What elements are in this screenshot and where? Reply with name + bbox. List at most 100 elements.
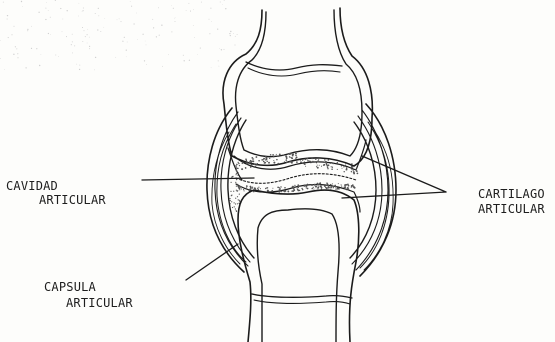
scan-speck [161, 25, 162, 26]
capsule-right-inner [350, 122, 376, 258]
scan-speck [189, 60, 190, 61]
scan-speck [55, 55, 56, 56]
scan-speck [219, 48, 220, 49]
scan-speck [190, 11, 191, 12]
stipple-dot [237, 196, 238, 197]
stipple-dot [277, 155, 279, 157]
stipple-dot [344, 165, 345, 166]
scan-speck [230, 35, 231, 36]
stipple-dot [285, 159, 287, 161]
scan-speck [126, 56, 127, 57]
scan-speck [48, 33, 49, 34]
scan-speck [210, 8, 211, 9]
scan-speck [173, 8, 174, 9]
stipple-dot [319, 165, 320, 166]
stipple-dot [348, 185, 350, 187]
stipple-dot [330, 163, 331, 164]
scan-speck [83, 10, 84, 11]
stipple-dot [232, 207, 233, 208]
stipple-dot [332, 183, 333, 184]
scan-speck [87, 34, 88, 35]
stipple-dot [305, 185, 307, 187]
stipple-dot [305, 159, 307, 161]
stipple-dot [277, 163, 279, 165]
stipple-dot [251, 164, 253, 166]
scan-speck [62, 31, 63, 32]
stipple-dot [344, 184, 346, 186]
stipple-dot [235, 198, 236, 199]
stipple-dot [230, 200, 231, 201]
scan-speck [16, 48, 17, 49]
stipple-dot [279, 187, 280, 188]
scan-speck [211, 21, 212, 22]
scan-speck [184, 60, 185, 61]
stipple-dot [356, 171, 357, 172]
scan-speck [168, 54, 169, 55]
scan-speck [50, 34, 51, 35]
stipple-dot [316, 162, 317, 163]
stipple-dot [279, 189, 280, 190]
scan-speck [124, 37, 125, 38]
leader-lines [142, 156, 446, 280]
stipple-dot [251, 160, 253, 162]
stipple-dot [307, 188, 309, 190]
stipple-dot [258, 187, 259, 188]
stipple-dot [307, 160, 309, 162]
stipple-dot [237, 203, 238, 204]
stipple-dot [295, 153, 296, 154]
stipple-dot [289, 156, 291, 158]
stipple-dot [292, 186, 294, 188]
stipple-dot [253, 158, 254, 159]
scan-speck [3, 2, 4, 3]
stipple-dot [319, 182, 321, 184]
stipple-dot [247, 163, 248, 164]
scan-speck [72, 41, 73, 42]
stipple-dot [263, 158, 264, 159]
scan-speck [209, 19, 210, 20]
scan-speck [122, 41, 123, 42]
stipple-dot [335, 186, 337, 188]
stipple-dot [230, 203, 231, 204]
label-cartilago-articular: CARTILAGO ARTICULAR [478, 187, 545, 216]
label-capsula-articular: CAPSULA ARTICULAR [44, 280, 133, 310]
stipple-dot [265, 188, 266, 189]
stipple-dot [295, 154, 297, 156]
stipple-dot [260, 188, 261, 189]
scan-speck [67, 10, 68, 11]
stipple-dot [345, 163, 346, 164]
stipple-dot [330, 188, 331, 189]
stipple-dot [238, 188, 240, 190]
stipple-dot [346, 189, 347, 190]
scan-speck [137, 39, 138, 40]
scan-speck [174, 19, 175, 20]
scan-speck [224, 49, 225, 50]
upper-bone [223, 8, 372, 166]
stipple-dot [296, 161, 298, 163]
stipple-dot [255, 156, 257, 158]
stipple-dot [346, 169, 348, 171]
scan-speck [211, 67, 212, 68]
stipple-dot [263, 159, 264, 160]
stipple-dot [246, 188, 247, 189]
stipple-dot [314, 184, 316, 186]
stipple-dot [311, 158, 312, 159]
stipple-dot [270, 154, 271, 155]
stipple-dot [237, 168, 238, 169]
stipple-dot [316, 166, 317, 167]
scan-speck [117, 19, 118, 20]
scan-speck [8, 37, 9, 38]
scan-speck [100, 31, 101, 32]
scan-speck [72, 52, 73, 53]
stipple-dot [269, 158, 270, 159]
stipple-dot [351, 166, 353, 168]
scan-speck [46, 2, 47, 3]
scan-speck [175, 17, 176, 18]
stipple-dot [353, 169, 354, 170]
stipple-dot [238, 163, 239, 164]
scan-speck [39, 65, 40, 66]
stipple-dot [324, 162, 325, 163]
stipple-dot [289, 161, 291, 163]
scan-speck [22, 6, 23, 7]
stipple-dot [236, 170, 238, 172]
scan-speck [25, 67, 26, 68]
